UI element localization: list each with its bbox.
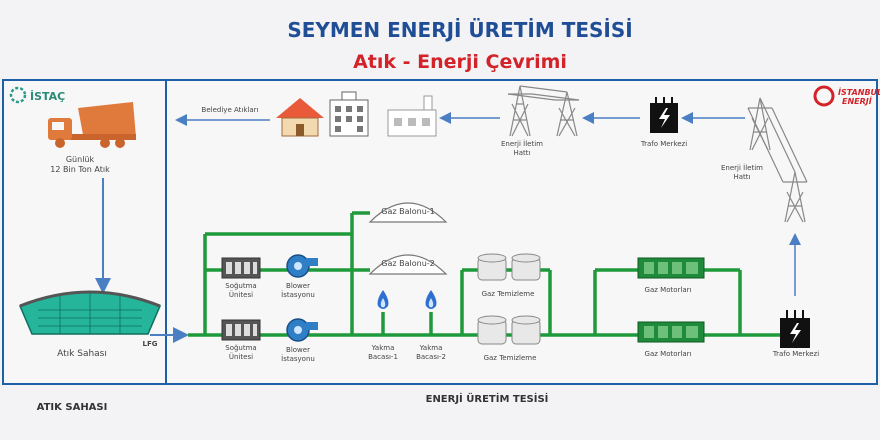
flare-2-line1: Yakma [419, 344, 443, 352]
iletim-2-line1: Enerji İletim [721, 163, 763, 172]
truck-caption-1: Günlük [66, 155, 95, 164]
truck-icon [48, 102, 136, 148]
blower-icon-1 [286, 254, 318, 278]
trafo-icon-bottom [780, 310, 810, 348]
gas-cleaning-icon-bottom [477, 315, 541, 345]
gas-balloon-1-icon [368, 202, 448, 223]
transmission-tower-icon-2 [747, 97, 808, 223]
cooling-unit-icon-1 [221, 257, 261, 279]
landfill-footer: ATIK SAHASI [37, 402, 108, 413]
gas-engine-top-label: Gaz Motorları [645, 286, 692, 294]
cooling-2-line2: Ünitesi [229, 352, 253, 361]
flare-1-line2: Bacası-1 [368, 353, 398, 361]
transmission-tower-icon-1 [507, 85, 580, 137]
flare-1-line1: Yakma [371, 344, 395, 352]
landfill-label: Atık Sahası [57, 349, 107, 359]
gas-balloon-2-icon [368, 254, 448, 275]
flare-icon-2 [425, 290, 437, 335]
cooling-2-line1: Soğutma [225, 344, 256, 352]
truck-caption-2: 12 Bin Ton Atık [50, 165, 110, 174]
blower-1-line2: İstasyonu [281, 290, 315, 299]
iletim-2-line2: Hattı [734, 173, 751, 181]
logo-line1: İSTANBUL [838, 87, 880, 97]
factory-icon [387, 95, 437, 137]
page-subtitle: Atık - Enerji Çevrimi [353, 51, 567, 73]
iletim-1-line1: Enerji İletim [501, 139, 543, 148]
plant-footer: ENERJİ ÜRETİM TESİSİ [426, 391, 549, 405]
blower-2-line1: Blower [286, 346, 310, 354]
building-icon [329, 91, 369, 137]
cooling-1-line2: Ünitesi [229, 290, 253, 299]
gas-balloon-1-label: Gaz Balonu-1 [381, 207, 434, 216]
lfg-label: LFG [143, 340, 158, 348]
landfill-icon [19, 290, 161, 335]
gas-engine-icon-bottom [637, 321, 705, 343]
belediye-label: Belediye Atıkları [202, 106, 259, 114]
cooling-1-line1: Soğutma [225, 282, 256, 290]
gas-clean-bottom-label: Gaz Temizleme [484, 354, 537, 362]
cooling-unit-icon-2 [221, 319, 261, 341]
flare-2-line2: Bacası-2 [416, 353, 446, 361]
blower-icon-2 [286, 318, 318, 342]
logo-line2: ENERJİ [842, 96, 872, 106]
gas-balloon-2-label: Gaz Balonu-2 [381, 259, 434, 268]
blower-1-line1: Blower [286, 282, 310, 290]
gas-engine-icon-top [637, 257, 705, 279]
blower-2-line2: İstasyonu [281, 354, 315, 363]
trafo-icon-top [650, 97, 678, 133]
flare-icon-1 [377, 290, 389, 335]
gas-cleaning-icon-top [477, 253, 541, 281]
page-title: SEYMEN ENERJİ ÜRETİM TESİSİ [287, 18, 632, 42]
iletim-1-line2: Hattı [514, 149, 531, 157]
istac-logo: İSTAÇ [9, 86, 65, 104]
trafo-top-label: Trafo Merkezi [640, 140, 687, 148]
gas-engine-bottom-label: Gaz Motorları [645, 350, 692, 358]
trafo-bottom-label: Trafo Merkezi [772, 350, 819, 358]
istac-logo-text: İSTAÇ [30, 89, 65, 103]
house-icon [276, 98, 324, 137]
gas-clean-top-label: Gaz Temizleme [482, 290, 535, 298]
istanbul-enerji-logo: İSTANBUL ENERJİ [813, 85, 880, 107]
